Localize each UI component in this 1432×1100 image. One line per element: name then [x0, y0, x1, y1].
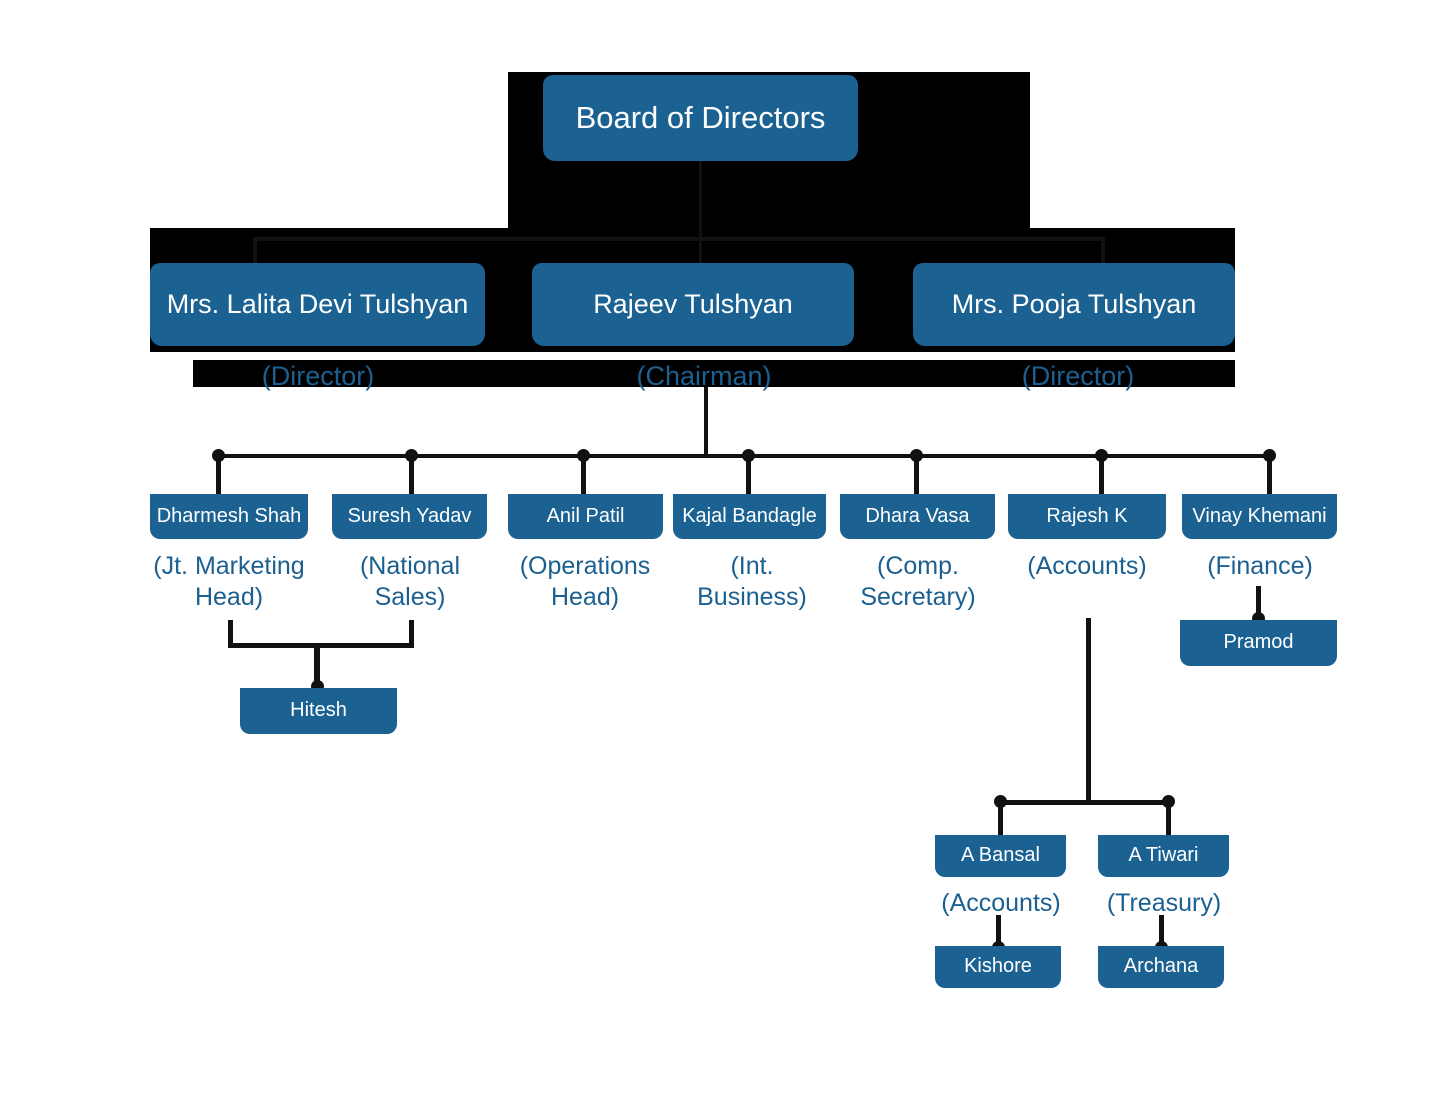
- role-label-lalita: (Director): [261, 361, 375, 391]
- role-dharmesh: (Jt. Marketing Head): [136, 551, 322, 614]
- role-atiwari: (Treasury): [1084, 888, 1244, 919]
- connector-atiwari-to-archana: [1159, 915, 1164, 947]
- node-label-board: Board of Directors: [575, 99, 826, 135]
- node-label-lalita: Mrs. Lalita Devi Tulshyan: [166, 288, 469, 319]
- role-label-dhara-line1: (Comp.: [877, 552, 959, 580]
- role-label-suresh-line2: Sales): [374, 583, 446, 612]
- role-abansal: (Accounts): [921, 888, 1081, 919]
- connector-exec-bus: [253, 237, 1105, 241]
- node-label-rajeev: Rajeev Tulshyan: [593, 288, 793, 319]
- node-rajeev-tulshyan[interactable]: Rajeev Tulshyan: [532, 263, 854, 346]
- connector-stem-kajal: [746, 455, 751, 495]
- role-label-abansal: (Accounts): [941, 889, 1061, 917]
- node-label-abansal: A Bansal: [961, 844, 1040, 867]
- node-label-atiwari: A Tiwari: [1128, 844, 1199, 867]
- node-dharmesh-shah[interactable]: Dharmesh Shah: [150, 494, 308, 539]
- node-label-hitesh: Hitesh: [290, 699, 347, 722]
- node-a-bansal[interactable]: A Bansal: [935, 835, 1066, 877]
- connector-exec-right-drop: [1101, 237, 1105, 265]
- role-vinay: (Finance): [1170, 551, 1350, 582]
- node-kishore[interactable]: Kishore: [935, 946, 1061, 988]
- node-a-tiwari[interactable]: A Tiwari: [1098, 835, 1229, 877]
- role-label-pooja: (Director): [1021, 361, 1135, 391]
- node-label-dharmesh: Dharmesh Shah: [156, 504, 302, 527]
- connector-vinay-to-pramod: [1256, 586, 1261, 619]
- node-pramod[interactable]: Pramod: [1180, 620, 1337, 666]
- node-kajal-bandagle[interactable]: Kajal Bandagle: [673, 494, 826, 539]
- node-vinay-khemani[interactable]: Vinay Khemani: [1182, 494, 1337, 539]
- connector-suresh-to-hitesh-down: [409, 620, 414, 646]
- connector-exec-mid-drop: [699, 237, 702, 265]
- node-label-anil: Anil Patil: [546, 504, 625, 527]
- connector-stem-dhara: [914, 455, 919, 495]
- node-label-pooja: Mrs. Pooja Tulshyan: [951, 288, 1197, 319]
- role-kajal: (Int. Business): [662, 551, 842, 614]
- connector-abansal-to-kishore: [996, 915, 1001, 947]
- node-label-archana: Archana: [1123, 955, 1199, 978]
- connector-exec-left-drop: [253, 237, 257, 265]
- node-label-dhara: Dhara Vasa: [865, 504, 970, 527]
- node-pooja-tulshyan[interactable]: Mrs. Pooja Tulshyan: [913, 263, 1235, 346]
- connector-chairman-down: [704, 387, 708, 457]
- role-anil: (Operations Head): [495, 551, 675, 614]
- connector-stem-dharmesh: [216, 455, 221, 495]
- node-board-of-directors[interactable]: Board of Directors: [543, 75, 858, 161]
- role-label-anil-line1: (Operations: [519, 552, 651, 580]
- node-label-vinay: Vinay Khemani: [1192, 504, 1327, 527]
- connector-board-down: [699, 160, 702, 260]
- role-label-anil-line2: Head): [550, 583, 620, 612]
- role-label-rajeev: (Chairman): [636, 361, 772, 391]
- role-lalita: (Director): [218, 360, 418, 393]
- role-rajeev: (Chairman): [604, 360, 804, 393]
- node-lalita-devi-tulshyan[interactable]: Mrs. Lalita Devi Tulshyan: [150, 263, 485, 346]
- node-label-kishore: Kishore: [964, 955, 1032, 978]
- connector-dharmesh-to-hitesh-down: [228, 620, 233, 646]
- role-suresh: (National Sales): [320, 551, 500, 614]
- node-label-kajal: Kajal Bandagle: [682, 504, 817, 527]
- node-label-suresh: Suresh Yadav: [347, 504, 472, 527]
- role-label-rajesh: (Accounts): [1027, 552, 1147, 580]
- node-dhara-vasa[interactable]: Dhara Vasa: [840, 494, 995, 539]
- node-archana[interactable]: Archana: [1098, 946, 1224, 988]
- connector-stem-abansal: [998, 801, 1003, 836]
- connector-rajesh-to-accounts: [1086, 618, 1091, 803]
- role-label-dhara-line2: Secretary): [860, 583, 976, 612]
- role-rajesh: (Accounts): [997, 551, 1177, 582]
- role-pooja: (Director): [978, 360, 1178, 393]
- role-label-kajal-line2: Business): [697, 583, 807, 612]
- node-anil-patil[interactable]: Anil Patil: [508, 494, 663, 539]
- connector-stem-rajesh: [1099, 455, 1104, 495]
- node-label-rajesh: Rajesh K: [1046, 504, 1128, 527]
- backdrop-role-bar: [193, 360, 1235, 387]
- role-label-dharmesh-line2: Head): [194, 583, 264, 612]
- role-label-kajal-line1: (Int.: [730, 552, 774, 580]
- connector-stem-atiwari: [1166, 801, 1171, 836]
- connector-stem-suresh: [409, 455, 414, 495]
- role-label-vinay: (Finance): [1207, 552, 1313, 580]
- node-rajesh-k[interactable]: Rajesh K: [1008, 494, 1166, 539]
- node-label-pramod: Pramod: [1223, 631, 1294, 654]
- connector-stem-vinay: [1267, 455, 1272, 495]
- connector-hitesh-stem: [314, 643, 320, 686]
- role-label-suresh-line1: (National: [359, 552, 461, 580]
- role-label-dharmesh-line1: (Jt. Marketing: [153, 552, 305, 580]
- node-suresh-yadav[interactable]: Suresh Yadav: [332, 494, 487, 539]
- connector-accounts-bus: [1000, 800, 1168, 805]
- connector-hitesh-merge-bus: [228, 643, 414, 648]
- node-hitesh[interactable]: Hitesh: [240, 688, 397, 734]
- connector-stem-anil: [581, 455, 586, 495]
- role-dhara: (Comp. Secretary): [828, 551, 1008, 614]
- role-label-atiwari: (Treasury): [1106, 889, 1222, 917]
